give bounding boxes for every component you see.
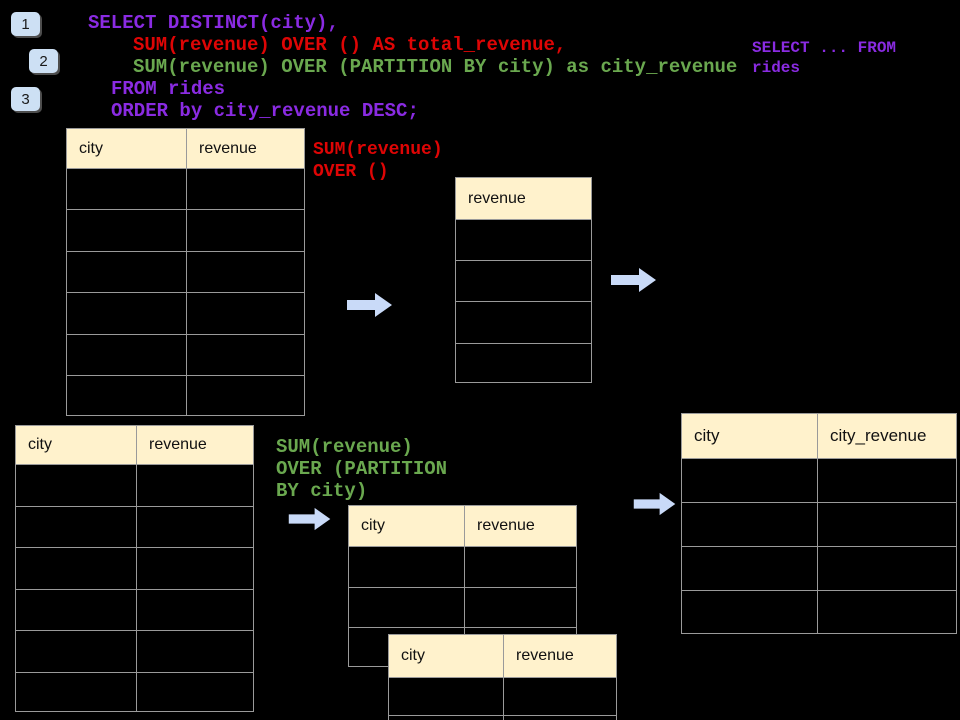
table-row: [16, 589, 253, 630]
sql-line-total: SUM(revenue) OVER () AS total_revenue,: [133, 34, 567, 56]
annotation-partition-line3: BY city): [276, 480, 368, 502]
table-row: [16, 547, 253, 589]
step-badge-3-label: 3: [21, 90, 30, 108]
table-row: [456, 260, 591, 301]
total-revenue-table: revenue: [455, 177, 592, 383]
arrow-right-icon: [288, 507, 331, 531]
table-header-row: city city_revenue: [682, 414, 956, 458]
step-badge-1: 1: [11, 12, 40, 36]
sql-line-partition: SUM(revenue) OVER (PARTITION BY city) as…: [133, 56, 738, 78]
source-table-bottom: city revenue: [15, 425, 254, 712]
table-header-row: city revenue: [16, 426, 253, 464]
annotation-partition-line1: SUM(revenue): [276, 436, 413, 458]
source-table-top: city revenue: [66, 128, 305, 416]
sql-line-order: ORDER by city_revenue DESC;: [111, 100, 419, 122]
arrow-right-icon: [611, 268, 656, 292]
arrow-right-icon: [347, 293, 392, 317]
column-header-city: city: [694, 426, 720, 445]
table-row: [67, 292, 304, 334]
table-header-row: city revenue: [389, 635, 616, 677]
step-badge-2-label: 2: [39, 52, 48, 70]
table-header-row: city revenue: [67, 129, 304, 168]
column-header-city: city: [361, 517, 385, 534]
table-row: [389, 715, 616, 720]
table-row: [16, 630, 253, 672]
table-header-row: revenue: [456, 178, 591, 219]
column-header-city-revenue: city_revenue: [817, 414, 956, 458]
table-row: [67, 209, 304, 251]
sql-line-select: SELECT DISTINCT(city),: [88, 12, 339, 34]
table-row: [456, 343, 591, 383]
table-header-row: city revenue: [349, 506, 576, 546]
column-header-city: city: [401, 647, 425, 664]
partition-table-overlap: city revenue: [388, 634, 617, 720]
table-row: [16, 506, 253, 547]
side-note-line2: rides: [752, 59, 801, 77]
column-header-revenue: revenue: [135, 426, 253, 464]
table-row: [67, 168, 304, 209]
table-row: [349, 546, 576, 587]
step-badge-2: 2: [29, 49, 58, 73]
sql-line-from: FROM rides: [111, 78, 226, 100]
step-badge-1-label: 1: [21, 15, 30, 33]
column-header-revenue: revenue: [468, 189, 526, 207]
table-row: [16, 672, 253, 712]
column-header-revenue: revenue: [502, 635, 616, 677]
side-note-line1: SELECT ... FROM: [752, 39, 897, 57]
table-row: [682, 502, 956, 546]
annotation-partition-line2: OVER (PARTITION: [276, 458, 448, 480]
table-row: [456, 301, 591, 343]
column-header-city: city: [79, 139, 103, 157]
column-header-city: city: [28, 436, 52, 453]
result-table: city city_revenue: [681, 413, 957, 634]
column-header-revenue: revenue: [463, 506, 576, 546]
table-row: [67, 375, 304, 416]
table-row: [682, 458, 956, 502]
annotation-total-line1: SUM(revenue): [313, 140, 443, 160]
table-row: [67, 334, 304, 375]
annotation-total-line2: OVER (): [313, 162, 389, 182]
table-row: [456, 219, 591, 260]
arrow-right-icon: [633, 492, 676, 516]
table-row: [67, 251, 304, 292]
step-badge-3: 3: [11, 87, 40, 111]
table-row: [682, 546, 956, 590]
table-row: [349, 587, 576, 627]
table-row: [16, 464, 253, 506]
table-row: [389, 677, 616, 715]
table-row: [682, 590, 956, 634]
column-header-revenue: revenue: [185, 129, 304, 168]
partition-table: city revenue: [348, 505, 577, 668]
